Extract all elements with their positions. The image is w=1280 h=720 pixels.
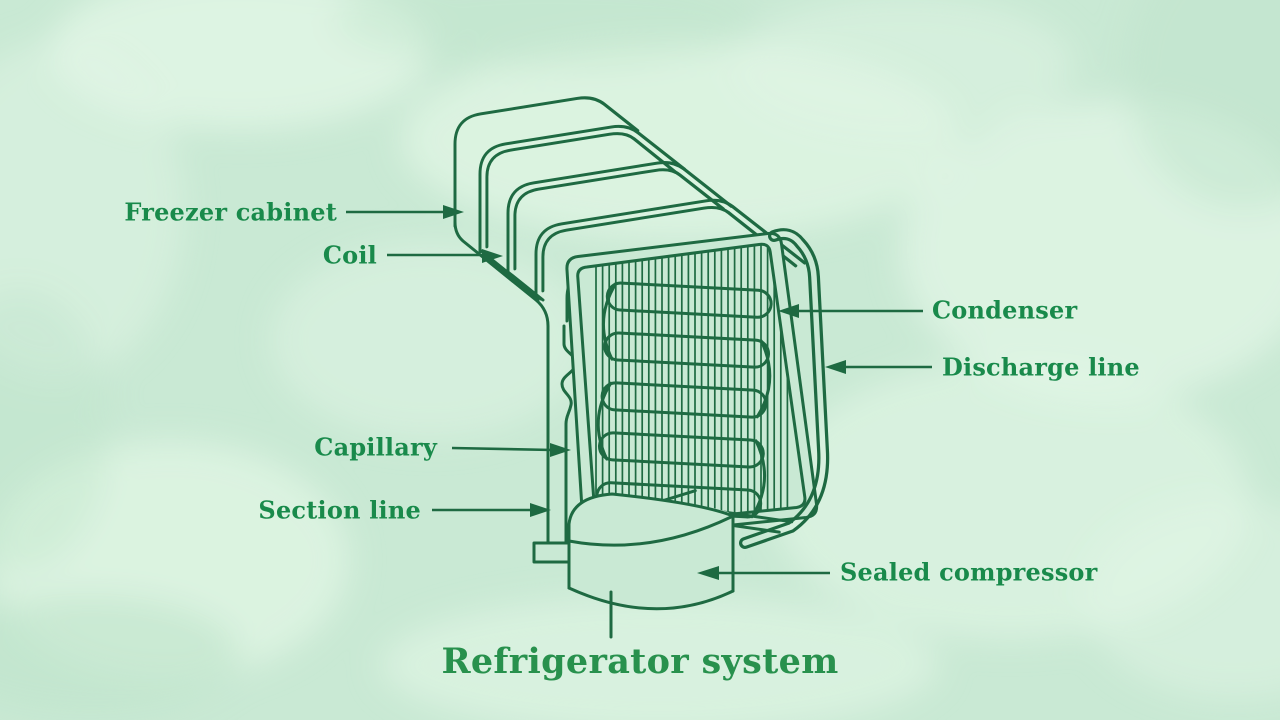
callout-arrows	[346, 205, 932, 580]
label-capillary: Capillary	[314, 432, 437, 462]
label-condenser: Condenser	[932, 295, 1078, 325]
compressor-body-outline	[567, 492, 735, 593]
label-section-line: Section line	[258, 495, 421, 525]
arrow-discharge-line	[825, 360, 932, 374]
slab-bottom-stub-2	[483, 255, 540, 302]
arrow-section-line	[432, 503, 551, 517]
coil-slab-3	[534, 198, 807, 298]
coil-uturn-left-1	[602, 281, 618, 361]
compressor-bottom-arc	[567, 586, 735, 611]
label-discharge-line: Discharge line	[942, 352, 1140, 382]
arrow-freezer-cabinet	[346, 205, 464, 219]
freezer-cabinet-drawing	[453, 96, 807, 545]
label-sealed-compressor: Sealed compressor	[840, 557, 1098, 587]
coil-slab-2	[506, 161, 733, 276]
arrow-sealed-compressor	[697, 566, 830, 580]
compressor-drawing	[567, 492, 735, 639]
discharge-line-pipe	[730, 210, 850, 560]
label-freezer-cabinet: Freezer cabinet	[124, 197, 337, 227]
page-title: Refrigerator system	[441, 641, 839, 682]
arrow-capillary	[451, 443, 571, 457]
coil-uturn-left-2	[596, 381, 613, 461]
slab-bottom-stub-3	[506, 270, 545, 302]
compressor-front-rim	[567, 515, 733, 547]
coil-slab-1	[478, 124, 686, 254]
label-coil: Coil	[322, 240, 377, 270]
arrow-condenser	[778, 304, 923, 318]
arrow-coil	[387, 249, 503, 263]
freezer-cabinet-front	[453, 96, 640, 228]
